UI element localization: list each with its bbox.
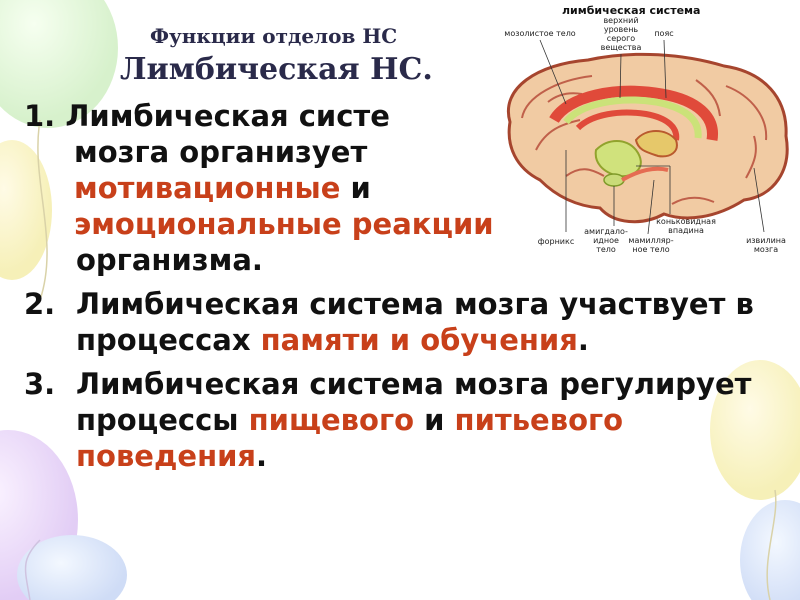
- point-3: 3. Лимбическая система мозга регулирует …: [24, 366, 784, 474]
- leader-lines: [539, 39, 765, 235]
- label-mamillary-1: мамилляр-: [628, 236, 673, 245]
- limbic-system-diagram: лимбическая система мозолистое тело верх…: [504, 4, 789, 254]
- label-grey-1: верхний: [603, 16, 638, 25]
- point-1-line-4: эмоциональные реакции: [24, 206, 784, 242]
- point-1-highlight-motivation: мотивационные: [74, 171, 341, 205]
- point-1: 1. Лимбическая систе мозга организует мо…: [24, 98, 784, 278]
- point-1-text-3: и: [340, 171, 371, 205]
- point-3-text: Лимбическая система мозга регулирует про…: [76, 367, 752, 437]
- point-1-number: 1.: [24, 99, 56, 133]
- bottom-labels: форникс амигдало- идное тело коньковидна…: [538, 217, 786, 254]
- point-2: 2. Лимбическая система мозга участвует в…: [24, 286, 784, 358]
- label-grey-2: уровень: [604, 25, 639, 34]
- label-gyrus-2: мозга: [754, 245, 778, 254]
- point-1-text-1: Лимбическая систе: [65, 99, 390, 133]
- point-2-number: 2.: [24, 287, 56, 321]
- point-2-text: Лимбическая система мозга участвует в пр…: [76, 287, 754, 357]
- label-hippocampus-2: впадина: [668, 226, 704, 235]
- point-1-text-2: мозга организует: [74, 135, 368, 169]
- brain-illustration: [506, 52, 789, 224]
- point-2-end: .: [577, 323, 589, 357]
- point-3-end: .: [256, 439, 268, 473]
- point-1-line-3: мотивационные и: [24, 170, 784, 206]
- point-1-line-1: 1. Лимбическая систе: [24, 98, 784, 134]
- label-mamillary-2: ное тело: [632, 245, 669, 254]
- point-2-body: Лимбическая система мозга участвует в пр…: [24, 286, 784, 358]
- point-1-highlight-emotion: эмоциональные реакции: [74, 207, 494, 241]
- label-grey-4: вещества: [601, 43, 642, 52]
- label-grey-3: серого: [607, 34, 635, 43]
- diagram-title: лимбическая система: [562, 4, 700, 17]
- label-amygdala-3: тело: [596, 245, 616, 254]
- point-3-body: Лимбическая система мозга регулирует про…: [24, 366, 784, 474]
- point-3-number: 3.: [24, 367, 56, 401]
- point-3-highlight-drink: питьевого поведения: [76, 403, 624, 473]
- point-2-highlight: памяти и обучения: [260, 323, 578, 357]
- label-cingulum: пояс: [654, 29, 673, 38]
- top-labels: мозолистое тело верхний уровень серого в…: [504, 16, 673, 52]
- label-hippocampus-1: коньковидная: [656, 217, 716, 226]
- label-amygdala-1: амигдало-: [584, 227, 628, 236]
- label-corpus-callosum: мозолистое тело: [504, 29, 576, 38]
- point-3-highlight-food: пищевого: [248, 403, 415, 437]
- point-1-text-5: организма.: [76, 243, 263, 277]
- label-amygdala-2: идное: [593, 236, 619, 245]
- page-title: Лимбическая НС.: [120, 52, 433, 87]
- label-fornix: форникс: [538, 237, 574, 246]
- page-subtitle: Функции отделов НС: [150, 24, 398, 48]
- point-3-mid: и: [414, 403, 455, 437]
- label-gyrus-1: извилина: [746, 236, 786, 245]
- main-content: 1. Лимбическая систе мозга организует мо…: [24, 98, 784, 474]
